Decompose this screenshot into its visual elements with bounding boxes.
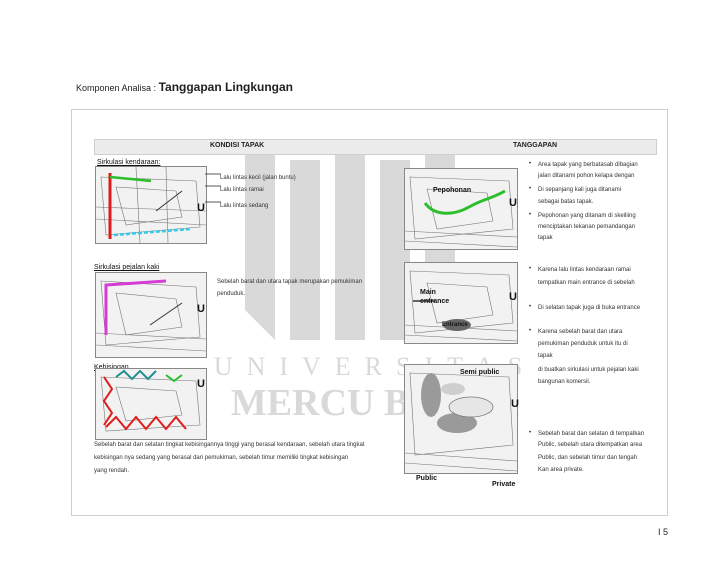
page-number: I 5 <box>658 527 669 537</box>
pejalan-text-1: Sebelah barat dan utara tapak merupakan … <box>217 279 363 285</box>
tanggapan-item-5: • Di selatan tapak juga di buka entrance <box>529 304 641 311</box>
kebisingan-text-1: Sebelah barat dan selatan tingkat kebisi… <box>94 442 365 448</box>
map-entrance <box>404 262 518 344</box>
map-label-semi-public: Semi public <box>460 369 500 376</box>
tanggapan-item-7: • Sebelah barat dan selatan di tempatkan… <box>529 430 645 473</box>
map-pepohonan <box>404 168 518 250</box>
pejalan-text-2: penduduk. <box>217 291 246 297</box>
label-sirkulasi-pejalan: Sirkulasi pejalan kaki <box>94 264 160 271</box>
legend-item-1: Lalu lintas kecil (jalan buntu) <box>220 175 296 181</box>
heading-prefix: Komponen Analisa : <box>76 83 157 93</box>
map-label-private: Private <box>492 481 516 488</box>
map-zoning <box>404 364 518 474</box>
north-mark-4: U <box>509 197 517 209</box>
map-label-public: Public <box>416 475 438 482</box>
tanggapan-item-1: • Area tapak yang berbatasab dibagian ja… <box>529 161 638 205</box>
legend-item-2: Lalu lintas ramai <box>220 187 264 193</box>
legend-item-3: Lalu lintas sedang <box>220 203 269 209</box>
north-mark-6: U <box>511 398 519 410</box>
north-mark-5: U <box>509 291 517 303</box>
tanggapan-item-4: • Karena lalu lintas kendaraan ramai tem… <box>529 266 635 286</box>
table-header <box>94 139 657 155</box>
page-heading: Komponen Analisa : Tanggapan Lingkungan <box>76 80 293 94</box>
north-mark-2: U <box>197 303 205 315</box>
col-header-tanggapan: TANGGAPAN <box>513 142 558 149</box>
kebisingan-text-3: yang rendah. <box>94 468 130 474</box>
legend-arrows <box>205 173 221 203</box>
label-kebisingan: Kebisingan <box>94 364 129 371</box>
kebisingan-text-2: kebisingan nya sedang yang berasal dari … <box>94 455 349 461</box>
map-label-entrance-main: entrance <box>420 298 450 305</box>
north-mark-1: U <box>197 202 205 214</box>
map-kebisingan <box>95 368 207 440</box>
tanggapan-item-6: • Karena sebelah barat dan utara pemukim… <box>529 328 639 385</box>
north-mark-3: U <box>197 378 205 390</box>
map-sirkulasi-pejalan <box>95 272 207 358</box>
tanggapan-item-3: • Pepohonan yang ditanam di skeiliing me… <box>529 212 636 241</box>
map-label-entrance: Entrance <box>442 322 468 328</box>
map-label-main: Main <box>420 289 436 296</box>
col-header-kondisi: KONDISI TAPAK <box>210 142 265 149</box>
heading-title: Tanggapan Lingkungan <box>158 80 294 94</box>
label-sirkulasi-kendaraan: Sirkulasi kendaraan: <box>97 159 161 166</box>
map-sirkulasi-kendaraan <box>95 166 207 244</box>
map-label-pepohonan: Pepohonan <box>433 187 472 194</box>
